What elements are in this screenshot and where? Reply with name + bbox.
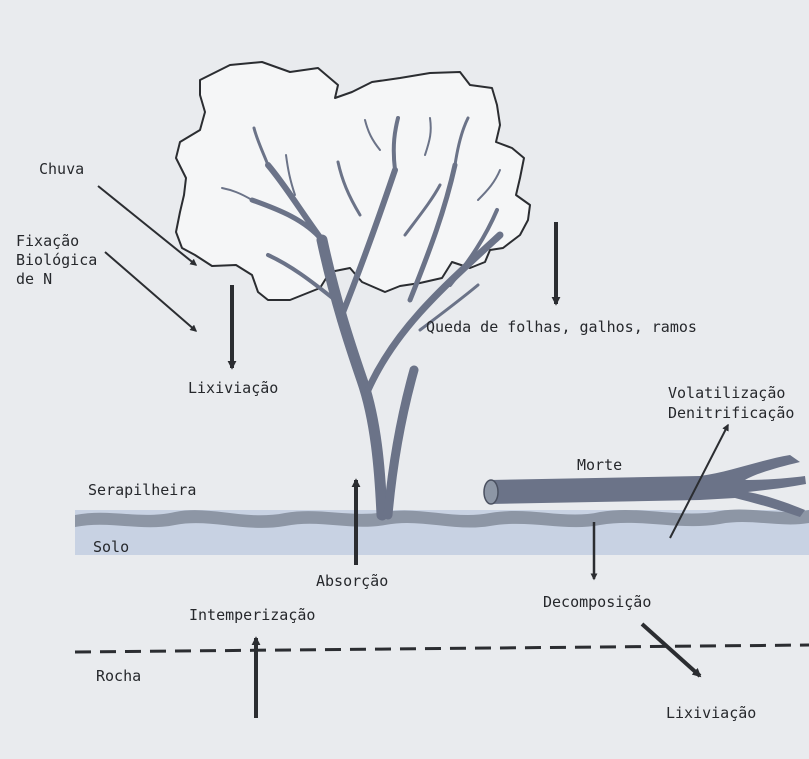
label-morte: Morte [577, 456, 622, 474]
label-rocha: Rocha [96, 667, 141, 685]
label-volatilizacao: Volatilização [668, 384, 785, 402]
label-solo: Solo [93, 538, 129, 556]
label-fixacao-line1: Fixação [16, 232, 79, 250]
arrow-lixiviacao-bottom [642, 624, 700, 676]
label-lixiviacao-bottom: Lixiviação [666, 704, 756, 722]
label-intemperizacao: Intemperização [189, 606, 315, 624]
label-queda: Queda de folhas, galhos, ramos [426, 318, 697, 336]
tree-trunk-right [388, 370, 414, 515]
label-fixacao-line2: Biológica [16, 251, 97, 269]
arrow-fixacao [105, 252, 196, 331]
label-denitrificacao: Denitrificação [668, 404, 794, 422]
label-chuva: Chuva [39, 160, 84, 178]
label-lixiviacao-top: Lixiviação [188, 379, 278, 397]
fallen-log [484, 455, 806, 517]
label-decomposicao: Decomposição [543, 593, 651, 611]
label-fixacao-line3: de N [16, 270, 52, 288]
label-serapilheira: Serapilheira [88, 481, 196, 499]
canopy-cloud-outline [176, 62, 530, 300]
rock-boundary-line [75, 645, 809, 652]
label-absorcao: Absorção [316, 572, 388, 590]
